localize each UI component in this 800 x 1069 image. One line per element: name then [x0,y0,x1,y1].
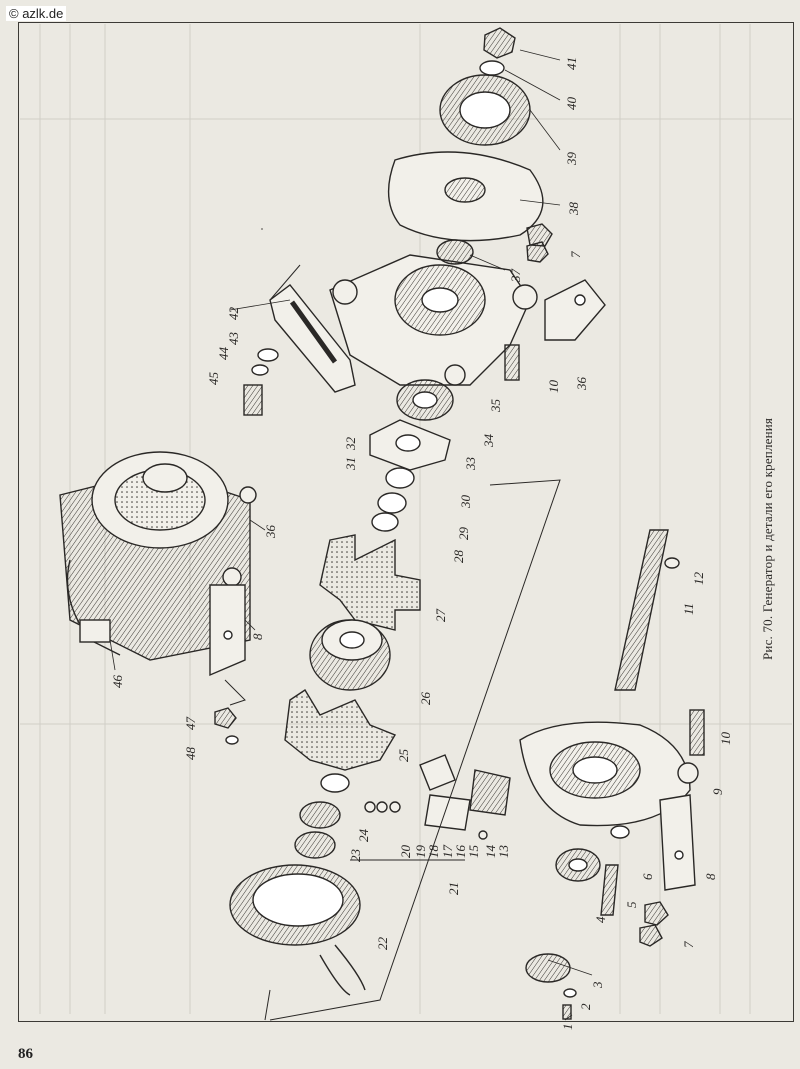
callout-40: 40 [564,97,579,111]
callout-10: 10 [718,732,733,746]
pulley-part [439,74,531,146]
callout-6: 6 [640,873,655,880]
callout-2: 2 [578,1003,593,1010]
page-frame [18,22,794,1022]
callout-25: 25 [396,749,411,763]
bracket-part [209,584,246,677]
callout-21: 21 [446,882,461,895]
callout-43: 43 [226,332,241,346]
stator [229,864,366,996]
callout-46: 46 [110,675,125,689]
callout-39: 39 [564,152,579,167]
callout-19: 19 [413,845,428,859]
callout-7-top: 7 [568,251,583,258]
callout-5: 5 [624,901,639,908]
fan-part [387,151,544,242]
callout-35: 35 [488,399,503,414]
tension-plate [269,284,356,393]
callout-36-left: 36 [263,525,278,540]
callout-16: 16 [453,845,468,859]
callout-38: 38 [566,202,581,217]
callout-30: 30 [458,495,473,510]
callout-8: 8 [703,873,718,880]
callout-44: 44 [216,347,231,361]
field-coil [309,619,391,691]
brush-holder-assembly [364,754,511,840]
callout-18: 18 [426,845,441,859]
callout-36: 36 [574,377,589,392]
assembly-lines [224,264,561,1021]
part-callouts: 1 2 3 4 5 6 7 8 9 10 11 12 13 14 15 16 1… [110,57,733,1030]
callout-48: 48 [183,747,198,761]
callout-leaders [109,49,593,1021]
callout-4: 4 [593,916,608,923]
callout-34: 34 [481,434,496,449]
callout-13: 13 [496,845,511,859]
callout-33: 33 [463,457,478,472]
page-number: 86 [18,1046,33,1062]
callout-23: 23 [348,849,363,863]
callout-11: 11 [681,603,696,615]
callout-24: 24 [356,829,371,843]
callout-7: 7 [681,941,696,948]
callout-37: 37 [508,269,523,284]
callout-17: 17 [440,845,455,859]
callout-15: 15 [466,845,481,859]
claw-pole-rear [284,689,397,771]
watermark: © azlk.de [6,6,67,21]
callout-14: 14 [483,845,498,859]
callout-41: 41 [564,57,579,70]
drive-end-housing [519,721,699,827]
callout-10-top: 10 [546,380,561,394]
figure-caption: Рис. 70. Генератор и детали его креплени… [760,417,775,660]
rear-cover [329,254,538,386]
callout-3: 3 [590,981,605,989]
callout-32: 32 [343,437,358,452]
callout-26: 26 [418,692,433,706]
rotor-shaft [614,529,669,691]
callout-12: 12 [691,572,706,586]
callout-29: 29 [456,527,471,541]
callout-31: 31 [343,457,358,471]
callout-8-left: 8 [250,633,265,640]
claw-pole-front [319,534,421,631]
callout-22: 22 [375,937,390,951]
callout-42: 42 [226,307,241,321]
callout-1: 1 [560,1024,575,1031]
callout-9: 9 [710,788,725,795]
assembled-generator [59,451,257,661]
callout-45: 45 [206,372,221,386]
callout-20: 20 [398,845,413,859]
callout-27: 27 [433,609,448,623]
callout-28: 28 [451,550,466,564]
callout-47: 47 [183,717,198,731]
